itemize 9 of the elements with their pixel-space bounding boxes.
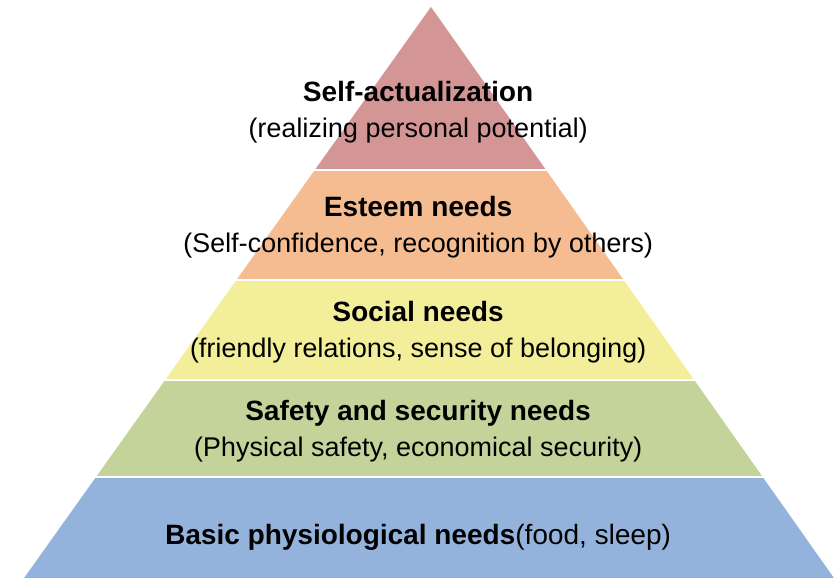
tier-title: Social needs — [332, 295, 504, 329]
tier-description: (friendly relations, sense of belonging) — [190, 332, 646, 365]
tier-label: Basic physiological needs(food, sleep) — [165, 518, 671, 552]
tier-title: Self-actualization — [302, 74, 534, 108]
tier-description: (Physical safety, economical security) — [194, 430, 642, 464]
tier-description: (Self-confidence, recognition by others) — [183, 227, 653, 260]
tier-title: Safety and security needs — [245, 394, 591, 428]
tier-title: Esteem needs — [324, 190, 512, 224]
tier-description: (realizing personal potential) — [248, 112, 588, 145]
